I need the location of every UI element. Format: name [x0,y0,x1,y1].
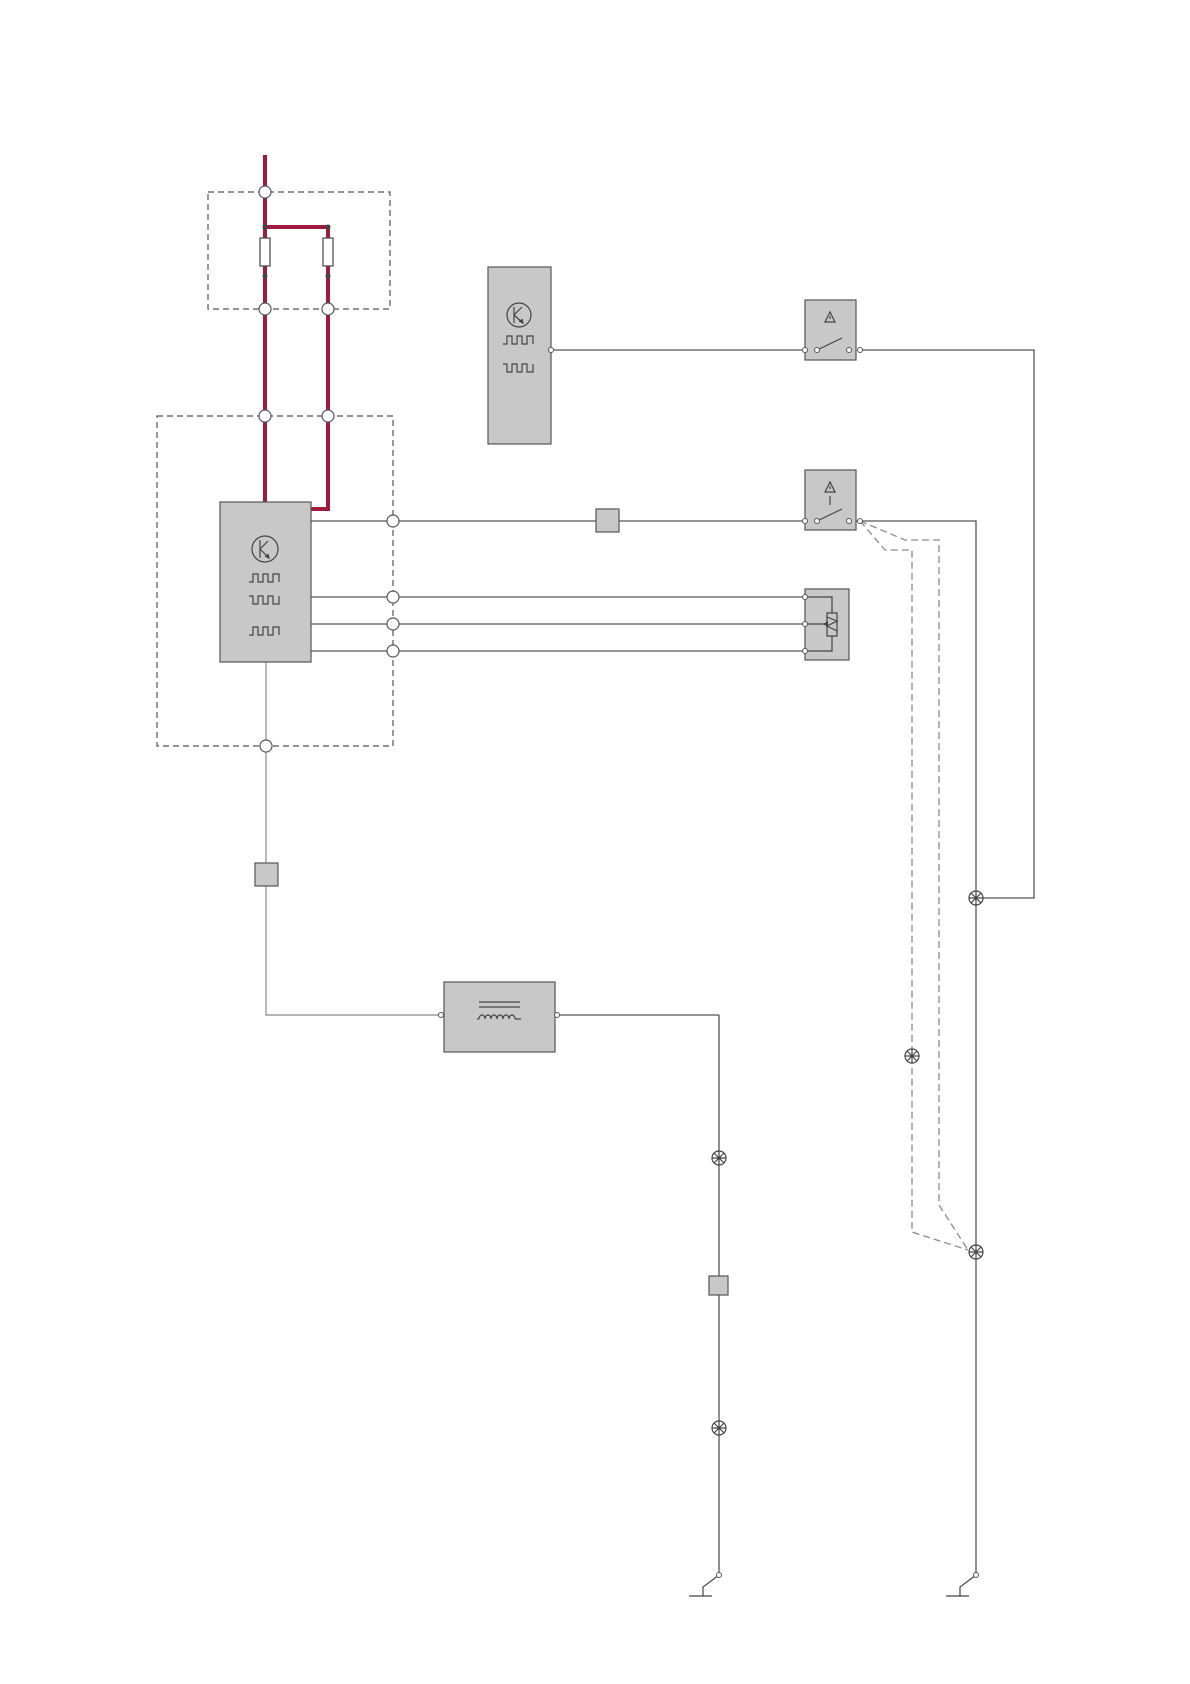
connector-pin [322,410,334,422]
connector-pin [260,740,272,752]
connector-pin [259,186,271,198]
connector-pin [387,645,399,657]
control-module [220,502,311,662]
inline-connector [255,863,278,886]
inline-connector [596,509,619,532]
signal-wires [311,350,1034,1575]
coil-component [439,982,560,1052]
connector-pin [259,303,271,315]
sensor-module [488,267,554,444]
screened-cable [860,521,968,1250]
connector-pin [387,591,399,603]
power-wires [265,155,328,509]
ground-icon [689,1573,722,1597]
ground-icon [946,1573,979,1597]
switch-upper [803,300,863,360]
splice-icon [969,1245,983,1259]
potentiometer [803,589,850,660]
fuse-box-enclosure [208,192,390,309]
splice-icon [969,891,983,905]
connector-pin [387,618,399,630]
splice-icon [712,1151,726,1165]
splice-icon [712,1421,726,1435]
connector-pin [387,515,399,527]
switch-lower [803,470,863,530]
connector-pin [259,410,271,422]
inline-connector [709,1276,728,1295]
splice-icon [905,1049,919,1063]
connector-pin [322,303,334,315]
ground-wires [266,662,441,1015]
